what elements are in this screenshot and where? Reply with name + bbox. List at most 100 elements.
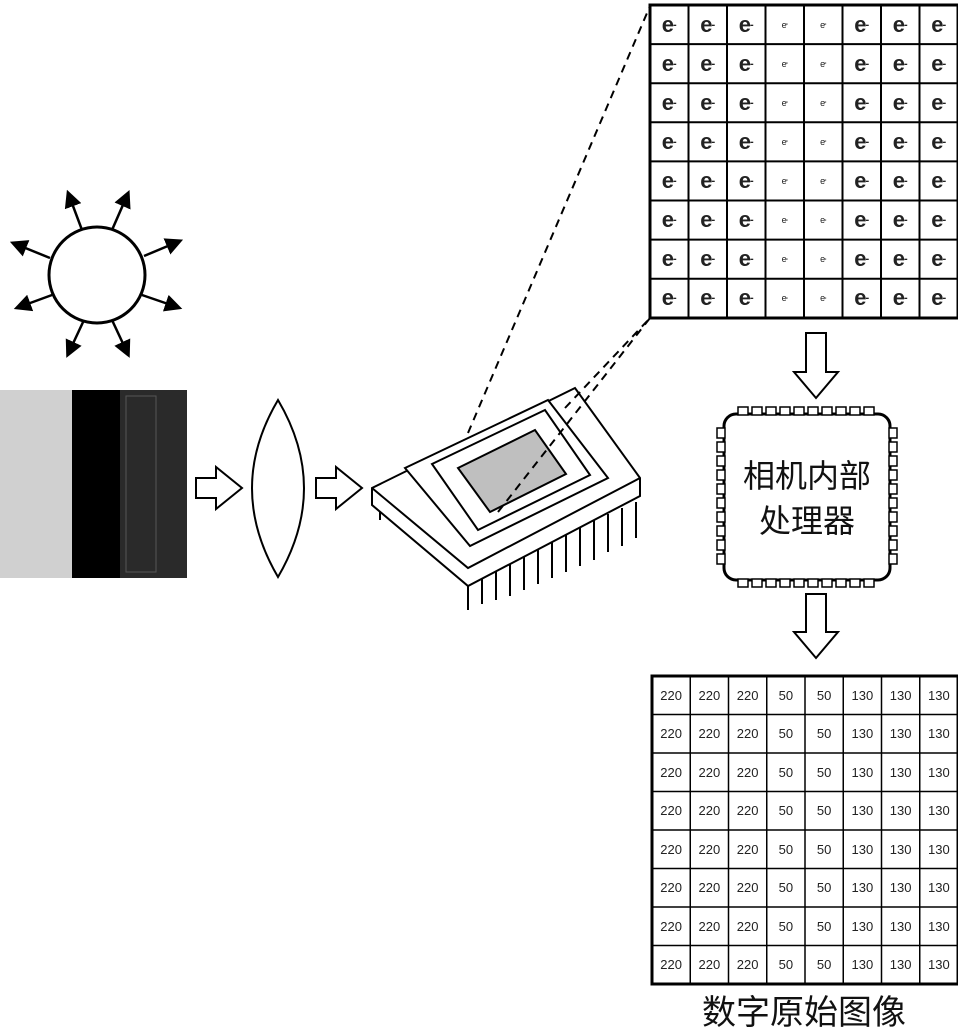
pixel-value-cell: 130 bbox=[920, 676, 958, 715]
pixel-value-cell: 220 bbox=[729, 946, 767, 985]
pixel-value-cell: 50 bbox=[805, 753, 843, 792]
lens-icon bbox=[252, 400, 304, 577]
electron-charge-cell: e- bbox=[804, 201, 843, 240]
electron-charge-cell: e- bbox=[727, 240, 766, 279]
pixel-value-cell: 130 bbox=[882, 907, 920, 946]
pixel-value-cell: 130 bbox=[843, 753, 881, 792]
pixel-value-cell: 50 bbox=[805, 676, 843, 715]
electron-charge-cell: e- bbox=[650, 201, 689, 240]
pixel-value-cell: 130 bbox=[843, 676, 881, 715]
pixel-value-cell: 130 bbox=[843, 869, 881, 908]
pixel-value-cell: 220 bbox=[729, 869, 767, 908]
electron-charge-cell: e- bbox=[843, 240, 882, 279]
pixel-value-cell: 220 bbox=[690, 715, 728, 754]
electron-charge-cell: e- bbox=[843, 83, 882, 122]
electron-charge-cell: e- bbox=[920, 279, 958, 318]
electron-charge-cell: e- bbox=[766, 44, 805, 83]
electron-charge-cell: e- bbox=[843, 161, 882, 200]
pixel-value-cell: 130 bbox=[843, 830, 881, 869]
pixel-value-cell: 220 bbox=[729, 907, 767, 946]
pixel-value-cell: 130 bbox=[920, 792, 958, 831]
light-source-icon bbox=[18, 198, 175, 350]
pixel-value-cell: 220 bbox=[690, 830, 728, 869]
raw-image-caption: 数字原始图像 bbox=[650, 985, 958, 1034]
pixel-value-cell: 50 bbox=[767, 676, 805, 715]
electron-charge-cell: e- bbox=[804, 44, 843, 83]
pixel-value-cell: 50 bbox=[767, 792, 805, 831]
pixel-value-cell: 130 bbox=[920, 869, 958, 908]
pixel-value-cell: 220 bbox=[690, 676, 728, 715]
electron-charge-cell: e- bbox=[766, 122, 805, 161]
electron-charge-cell: e- bbox=[689, 83, 728, 122]
electron-charge-cell: e- bbox=[766, 5, 805, 44]
pixel-value-cell: 130 bbox=[843, 792, 881, 831]
pixel-value-cell: 130 bbox=[882, 753, 920, 792]
electron-charge-cell: e- bbox=[689, 279, 728, 318]
pixel-value-cell: 50 bbox=[767, 907, 805, 946]
pixel-value-cell: 220 bbox=[652, 792, 690, 831]
electron-charge-cell: e- bbox=[650, 240, 689, 279]
pixel-value-cell: 130 bbox=[843, 946, 881, 985]
electron-charge-cell: e- bbox=[804, 122, 843, 161]
electron-charge-cell: e- bbox=[727, 122, 766, 161]
pixel-value-cell: 50 bbox=[805, 946, 843, 985]
processor-label-line1: 相机内部 bbox=[724, 455, 890, 497]
electron-charge-cell: e- bbox=[650, 5, 689, 44]
electron-charge-cell: e- bbox=[881, 83, 920, 122]
electron-charge-cell: e- bbox=[881, 44, 920, 83]
pixel-value-cell: 220 bbox=[729, 676, 767, 715]
scene-object bbox=[0, 390, 187, 578]
electron-charge-cell: e- bbox=[881, 279, 920, 318]
pixel-value-cell: 220 bbox=[652, 715, 690, 754]
electron-charge-cell: e- bbox=[920, 5, 958, 44]
electron-charge-cell: e- bbox=[766, 201, 805, 240]
electron-charge-cell: e- bbox=[920, 201, 958, 240]
electron-charge-cell: e- bbox=[727, 161, 766, 200]
hollow-arrow-down-icon bbox=[794, 594, 838, 658]
electron-charge-cell: e- bbox=[804, 279, 843, 318]
electron-charge-cell: e- bbox=[650, 122, 689, 161]
pixel-value-cell: 220 bbox=[690, 869, 728, 908]
electron-charge-cell: e- bbox=[804, 5, 843, 44]
electron-charge-cell: e- bbox=[881, 5, 920, 44]
processor-label-line2: 处理器 bbox=[724, 500, 890, 542]
electron-charge-cell: e- bbox=[804, 161, 843, 200]
pixel-value-cell: 130 bbox=[843, 715, 881, 754]
electron-charge-cell: e- bbox=[727, 5, 766, 44]
electron-charge-cell: e- bbox=[843, 122, 882, 161]
hollow-arrow-right-icon bbox=[316, 467, 362, 509]
electron-charge-cell: e- bbox=[843, 44, 882, 83]
pixel-value-cell: 130 bbox=[882, 792, 920, 831]
pixel-value-cell: 220 bbox=[652, 830, 690, 869]
electron-charge-cell: e- bbox=[920, 161, 958, 200]
pixel-value-cell: 220 bbox=[729, 792, 767, 831]
pixel-value-cell: 220 bbox=[729, 715, 767, 754]
pixel-value-cell: 220 bbox=[652, 869, 690, 908]
pixel-value-cell: 220 bbox=[652, 907, 690, 946]
pixel-value-cell: 50 bbox=[767, 830, 805, 869]
electron-charge-cell: e- bbox=[689, 44, 728, 83]
pixel-value-cell: 130 bbox=[920, 830, 958, 869]
pixel-value-cell: 130 bbox=[882, 830, 920, 869]
pixel-value-cell: 50 bbox=[805, 830, 843, 869]
electron-charge-cell: e- bbox=[881, 122, 920, 161]
electron-charge-cell: e- bbox=[689, 5, 728, 44]
pixel-value-cell: 130 bbox=[882, 869, 920, 908]
electron-charge-cell: e- bbox=[766, 240, 805, 279]
pixel-value-cell: 220 bbox=[690, 753, 728, 792]
electron-charge-cell: e- bbox=[650, 279, 689, 318]
electron-charge-cell: e- bbox=[650, 161, 689, 200]
electron-charge-cell: e- bbox=[843, 5, 882, 44]
pixel-value-cell: 220 bbox=[690, 792, 728, 831]
electron-charge-cell: e- bbox=[920, 122, 958, 161]
electron-charge-cell: e- bbox=[843, 201, 882, 240]
pixel-value-cell: 130 bbox=[920, 946, 958, 985]
electron-charge-cell: e- bbox=[804, 83, 843, 122]
electron-charge-cell: e- bbox=[689, 161, 728, 200]
pixel-value-cell: 50 bbox=[767, 715, 805, 754]
pixel-value-cell: 130 bbox=[920, 907, 958, 946]
pixel-value-cell: 220 bbox=[729, 753, 767, 792]
electron-charge-cell: e- bbox=[727, 279, 766, 318]
pixel-value-cell: 220 bbox=[652, 946, 690, 985]
pixel-value-cell: 130 bbox=[882, 715, 920, 754]
